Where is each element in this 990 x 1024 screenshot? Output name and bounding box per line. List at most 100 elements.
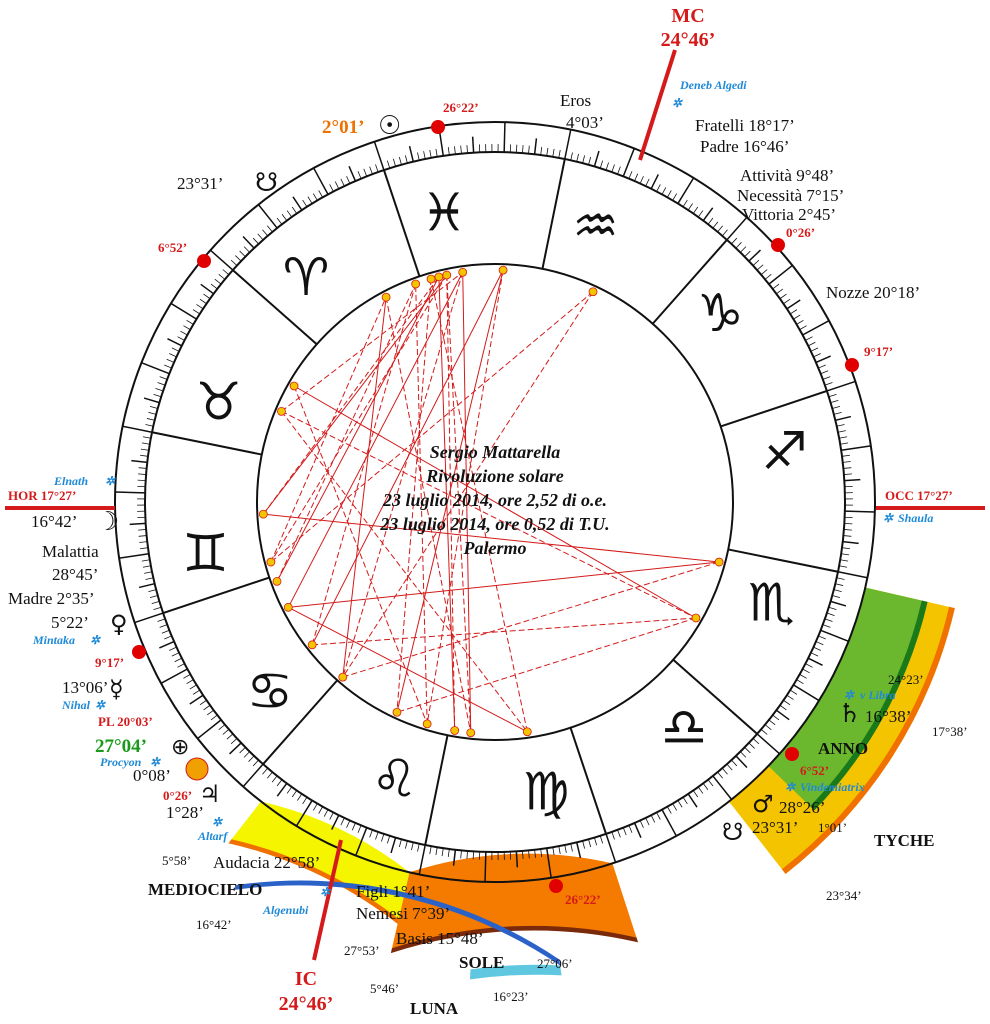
- degree-tick-minor: [239, 250, 246, 257]
- degree-tick-minor: [435, 148, 438, 157]
- sign-glyph-icon: ♍: [523, 763, 570, 823]
- degree-tick-minor: [789, 309, 798, 315]
- degree-tick-minor: [334, 181, 340, 189]
- sign-glyph-icon: ♐: [761, 422, 808, 482]
- degree-tick-minor: [155, 388, 164, 392]
- node-degree: 23°31’: [177, 174, 223, 193]
- degree-tick-minor: [802, 668, 810, 674]
- degree-tick-minor: [386, 835, 391, 844]
- degree-tick: [292, 196, 303, 211]
- degree-1-01: 1°01’: [818, 820, 847, 835]
- degree-tick-minor: [810, 347, 819, 352]
- degree-tick-minor: [558, 846, 561, 855]
- luna-end: 16°23’: [493, 989, 529, 1004]
- luna-sector: [469, 964, 562, 980]
- sign-divider: [262, 679, 339, 765]
- planet-point: [450, 726, 460, 735]
- aspect-line: [342, 561, 720, 678]
- sole-label: SOLE: [459, 953, 504, 972]
- pl-label: PL 20°03’: [98, 714, 153, 729]
- degree-tick-minor: [164, 364, 172, 369]
- venus-icon: ♀: [110, 610, 128, 638]
- star-icon: ✲: [672, 96, 683, 110]
- center-title: Sergio Mattarella Rivoluzione solare 23 …: [379, 442, 609, 558]
- degree-tick-minor: [142, 436, 151, 439]
- degree-tick-minor: [599, 835, 604, 844]
- planet-point: [434, 272, 444, 282]
- degree-tick-minor: [783, 298, 791, 305]
- degree-tick-minor: [192, 309, 201, 315]
- degree-tick-minor: [169, 353, 177, 358]
- degree-tick-minor: [140, 547, 149, 550]
- degree-tick-minor: [832, 405, 841, 409]
- degree-tick: [131, 459, 148, 464]
- sun-icon: ☉: [378, 111, 401, 141]
- degree-tick: [141, 362, 170, 375]
- degree-tick: [408, 145, 415, 162]
- figli-label: Figli 1°41’: [356, 882, 430, 901]
- degree-tick-minor: [564, 844, 567, 853]
- degree-tick-minor: [712, 221, 719, 229]
- sign-glyph-icon: ♉: [195, 372, 242, 432]
- degree-tick-minor: [796, 319, 804, 325]
- degree-tick-minor: [454, 146, 456, 155]
- degree-tick-minor: [540, 848, 543, 857]
- degree-tick: [167, 338, 183, 347]
- degree-tick-minor: [262, 229, 268, 237]
- degree-tick-minor: [148, 589, 157, 593]
- degree-tick-minor: [836, 424, 845, 427]
- aspect-line: [312, 617, 696, 646]
- degree-tick: [735, 755, 748, 769]
- degree-tick-minor: [222, 269, 230, 275]
- saturn-icon: ♄: [838, 699, 861, 729]
- aspect-line: [446, 275, 456, 731]
- degree-tick-minor: [828, 393, 837, 398]
- mercury-degree: 13°06’: [62, 678, 108, 697]
- degree-tick: [650, 174, 659, 190]
- red-dot: [785, 747, 799, 761]
- outer-ring: [114, 121, 876, 883]
- degree-tick: [830, 600, 847, 607]
- aspect-line: [342, 297, 387, 678]
- degree-tick-minor: [628, 825, 633, 833]
- degree-tick-minor: [398, 156, 402, 165]
- sign-glyph-icon: ♑: [697, 284, 744, 344]
- degree-tick-minor: [392, 158, 396, 167]
- sign-glyph-icon: ♌: [371, 749, 418, 809]
- degree-tick: [545, 848, 552, 878]
- degree-tick: [702, 207, 714, 222]
- degree-tick-minor: [843, 535, 852, 537]
- red-dot: [132, 645, 146, 659]
- degree-tick-minor: [799, 325, 807, 330]
- degree-tick-minor: [161, 629, 170, 634]
- degree-tick: [533, 138, 538, 155]
- planet-point: [381, 292, 391, 302]
- degree-tick-minor: [417, 843, 420, 852]
- degree-tick-minor: [824, 618, 833, 622]
- degree-tick-minor: [153, 606, 162, 611]
- degree-tick-minor: [552, 847, 555, 856]
- degree-tick: [355, 827, 368, 856]
- degree-tick-minor: [605, 162, 609, 171]
- sign-glyphs: ♓♒♑♐♏♎♍♌♋♊♉♈: [182, 183, 808, 822]
- degree-tick-minor: [570, 843, 573, 852]
- planet-point: [422, 719, 432, 729]
- degree-tick-minor: [386, 160, 391, 169]
- degree-tick-minor: [145, 424, 154, 427]
- degree-tick-minor: [189, 684, 197, 690]
- degree-tick: [452, 849, 457, 866]
- degree-tick-minor: [466, 850, 468, 859]
- degree-tick: [170, 302, 197, 320]
- degree-tick-minor: [650, 815, 656, 823]
- degree-tick: [793, 684, 820, 702]
- degree-tick-minor: [157, 382, 166, 386]
- degree-tick-minor: [722, 229, 728, 237]
- star-icon: ✲: [883, 511, 894, 525]
- hor-label: HOR 17°27’: [8, 488, 76, 503]
- degree-tick-minor: [687, 203, 693, 211]
- degree-tick: [129, 522, 146, 526]
- degree-tick-minor: [157, 618, 166, 622]
- sign-divider: [424, 735, 449, 846]
- degree-tick-minor: [435, 847, 438, 856]
- degree-tick-minor: [717, 225, 724, 233]
